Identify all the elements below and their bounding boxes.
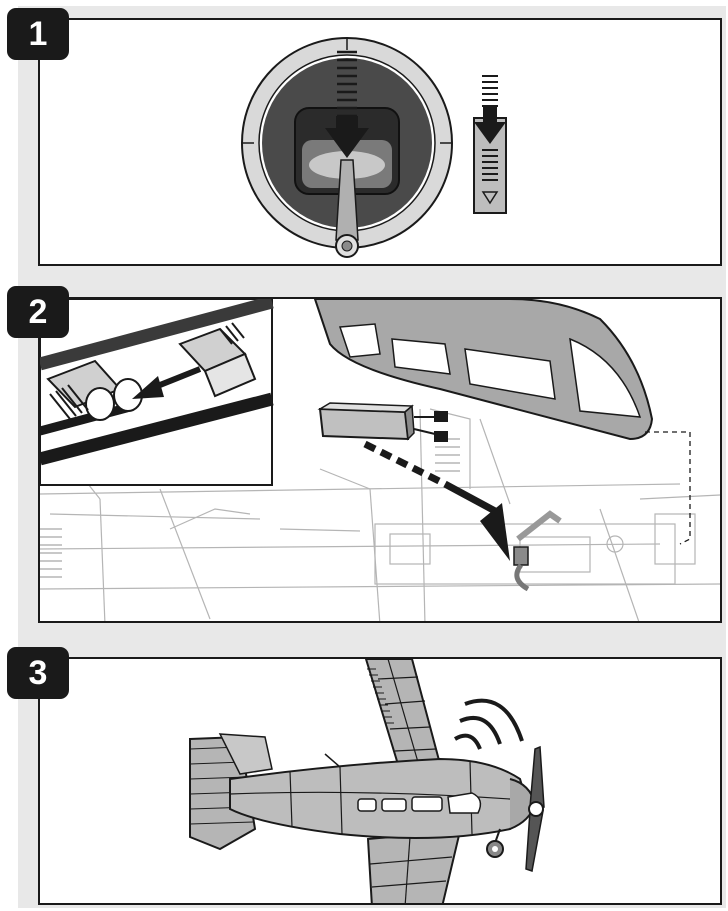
down-arrow-icon [337,50,357,118]
step-badge-2: 2 [7,286,69,338]
panel-step-1 [38,18,722,266]
insert-arrow-icon [363,440,497,515]
throttle-illustration [241,37,507,258]
canopy-hatch-icon [313,299,654,441]
battery-connector-icon [40,299,274,466]
airplane-illustration [189,659,545,903]
step-badge-3: 3 [7,647,69,699]
signal-waves-icon [453,698,524,750]
airplane-icon [189,659,545,903]
step-badge-1: 1 [7,8,69,60]
battery-install-illustration [40,299,720,621]
throttle-trim-indicator [473,117,507,214]
panel-step-3 [38,657,722,905]
battery-icon [317,402,448,442]
panel-step-2 [38,297,722,623]
